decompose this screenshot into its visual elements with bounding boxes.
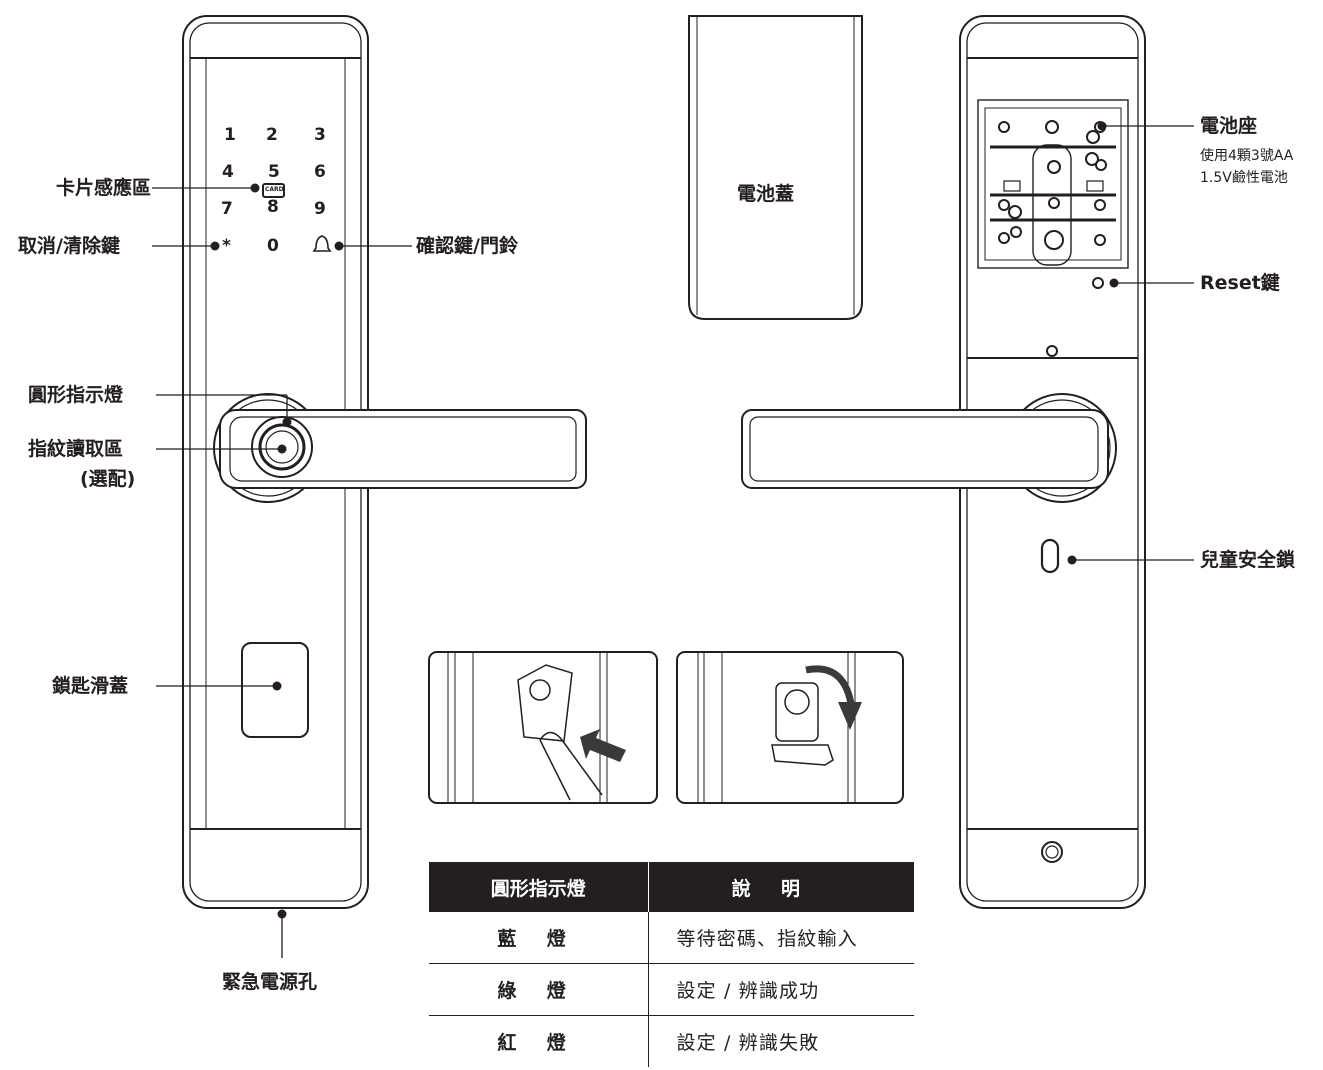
label-fingerprint-optional: (選配) xyxy=(80,468,136,490)
card-badge-text: CARD xyxy=(265,186,284,193)
child-safety-lock xyxy=(1040,538,1060,574)
label-card-sensor: 卡片感應區 xyxy=(56,177,152,199)
key-star: * xyxy=(222,236,231,256)
key-9: 9 xyxy=(314,199,326,219)
label-reset-key: Reset鍵 xyxy=(1200,272,1280,294)
label-child-lock: 兒童安全鎖 xyxy=(1200,549,1296,571)
inset-open-cover xyxy=(428,651,658,804)
indicator-legend-table: 圓形指示燈 說明 藍燈 等待密碼、指紋輸入 綠燈 設定 / 辨識成功 紅燈 設定… xyxy=(429,862,915,1067)
leader-lines xyxy=(152,125,1194,958)
legend-desc: 設定 / 辨識失敗 xyxy=(676,1032,820,1054)
leader-dots xyxy=(210,121,1119,919)
bell-icon xyxy=(312,235,332,252)
legend-header-row: 圓形指示燈 說明 xyxy=(429,862,915,912)
back-handle xyxy=(741,409,1109,489)
battery-holder xyxy=(977,99,1129,269)
key-4: 4 xyxy=(222,162,234,182)
label-battery-cover: 電池蓋 xyxy=(737,183,795,205)
label-emergency-power: 緊急電源孔 xyxy=(222,971,318,993)
label-confirm-doorbell: 確認鍵/門鈴 xyxy=(416,235,518,257)
legend-header-desc: 說明 xyxy=(648,862,915,912)
label-battery-holder: 電池座 xyxy=(1200,115,1258,137)
legend-header-light: 圓形指示燈 xyxy=(429,862,649,912)
front-panel xyxy=(182,15,587,909)
legend-row: 紅燈 設定 / 辨識失敗 xyxy=(429,1015,914,1067)
legend-light: 紅燈 xyxy=(429,1015,649,1067)
legend-desc: 設定 / 辨識成功 xyxy=(648,963,914,1016)
legend-light: 藍燈 xyxy=(429,912,649,964)
battery-note-1: 使用4顆3號AA xyxy=(1200,148,1294,164)
key-8: 8 xyxy=(267,197,279,217)
legend-desc: 等待密碼、指紋輸入 xyxy=(648,912,914,964)
battery-note-2: 1.5V鹼性電池 xyxy=(1200,170,1288,186)
label-fingerprint-reader: 指紋讀取區 xyxy=(28,438,124,460)
card-icon xyxy=(262,183,285,198)
reset-hole xyxy=(1092,277,1104,289)
key-2: 2 xyxy=(266,125,278,145)
legend-light: 綠燈 xyxy=(429,963,649,1016)
battery-cover xyxy=(688,15,863,320)
inset-turn-key xyxy=(676,651,904,804)
key-5: 5 xyxy=(268,162,280,182)
label-cancel-clear: 取消/清除鍵 xyxy=(18,235,120,257)
key-3: 3 xyxy=(314,125,326,145)
key-1: 1 xyxy=(224,125,236,145)
key-7: 7 xyxy=(221,199,233,219)
label-key-slide-cover: 鎖匙滑蓋 xyxy=(52,675,129,697)
label-indicator-ring: 圓形指示燈 xyxy=(28,384,124,406)
push-arrow xyxy=(580,729,626,762)
front-handle xyxy=(219,409,587,489)
legend-row: 藍燈 等待密碼、指紋輸入 xyxy=(429,912,914,964)
legend-row: 綠燈 設定 / 辨識成功 xyxy=(429,963,914,1016)
key-0: 0 xyxy=(267,236,279,256)
key-6: 6 xyxy=(314,162,326,182)
back-panel xyxy=(741,15,1146,909)
turn-arrow xyxy=(838,702,862,730)
